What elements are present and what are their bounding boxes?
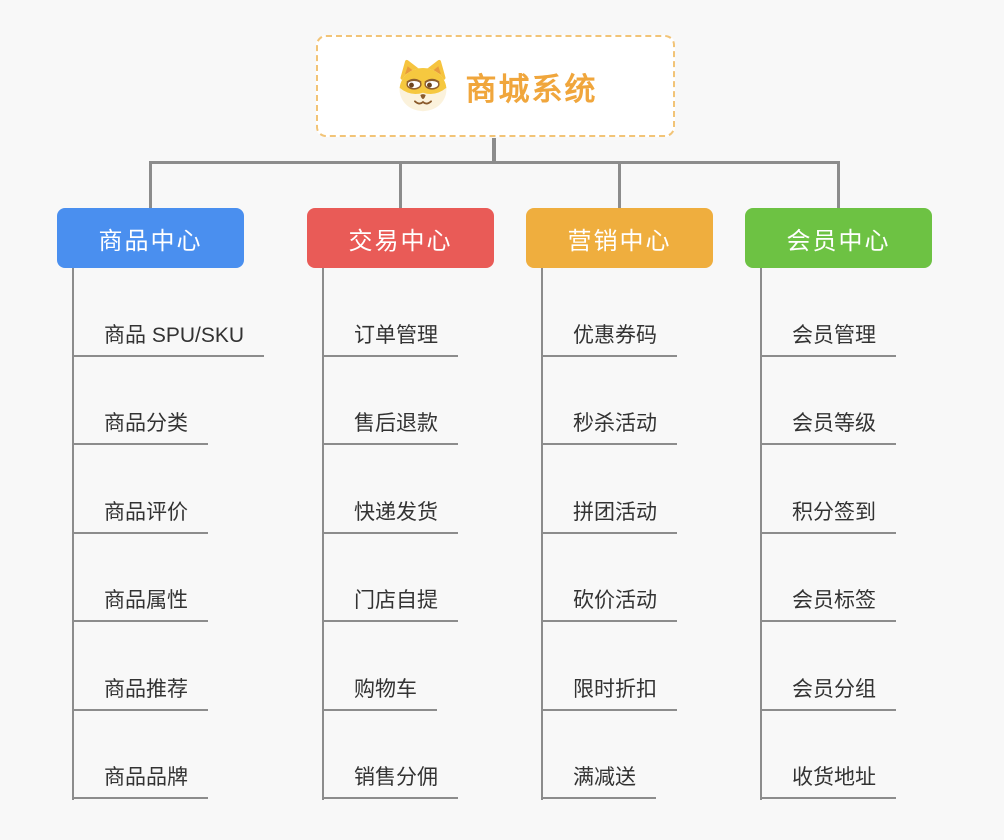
leaf-node[interactable]: 收货地址 [760,763,896,799]
leaf-node[interactable]: 商品分类 [72,409,208,445]
leaf-node[interactable]: 限时折扣 [541,675,677,711]
connector-spine-line [72,268,74,800]
branch-label: 商品中心 [98,227,203,255]
branch-node-1[interactable]: 商品中心 [57,208,244,268]
connector-rail-line [149,161,839,164]
connector-drop-line [618,161,621,208]
connector-drop-line [837,161,840,208]
leaf-node[interactable]: 商品评价 [72,498,208,534]
leaf-node[interactable]: 会员分组 [760,675,896,711]
branch-label: 会员中心 [786,227,891,255]
branch-label: 交易中心 [348,227,453,255]
leaf-node[interactable]: 商品推荐 [72,675,208,711]
leaf-node[interactable]: 优惠券码 [541,321,677,357]
leaf-node[interactable]: 秒杀活动 [541,409,677,445]
branch-label: 营销中心 [567,227,672,255]
branch-node-3[interactable]: 营销中心 [526,208,713,268]
leaf-node[interactable]: 销售分佣 [322,763,458,799]
leaf-node[interactable]: 门店自提 [322,586,458,622]
connector-drop-line [399,161,402,208]
leaf-node[interactable]: 商品 SPU/SKU [72,321,265,357]
leaf-node[interactable]: 拼团活动 [541,498,677,534]
leaf-node[interactable]: 订单管理 [322,321,458,357]
leaf-node[interactable]: 购物车 [322,675,437,711]
leaf-node[interactable]: 商品品牌 [72,763,208,799]
connector-spine-line [760,268,762,800]
leaf-node[interactable]: 砍价活动 [541,586,677,622]
leaf-node[interactable]: 积分签到 [760,498,896,534]
leaf-node[interactable]: 会员管理 [760,321,896,357]
connector-trunk-line [492,138,496,162]
root-label: 商城系统 [465,71,598,107]
connector-drop-line [149,161,152,208]
connector-spine-line [322,268,324,800]
root-node[interactable]: 商城系统 [316,35,675,137]
leaf-node[interactable]: 快递发货 [322,498,458,534]
leaf-node[interactable]: 商品属性 [72,586,208,622]
doge-face-icon [399,59,446,112]
leaf-node[interactable]: 售后退款 [322,409,458,445]
leaf-node[interactable]: 满减送 [541,763,656,799]
leaf-node[interactable]: 会员标签 [760,586,896,622]
branch-node-2[interactable]: 交易中心 [307,208,494,268]
leaf-node[interactable]: 会员等级 [760,409,896,445]
branch-node-4[interactable]: 会员中心 [745,208,932,268]
connector-spine-line [541,268,543,800]
